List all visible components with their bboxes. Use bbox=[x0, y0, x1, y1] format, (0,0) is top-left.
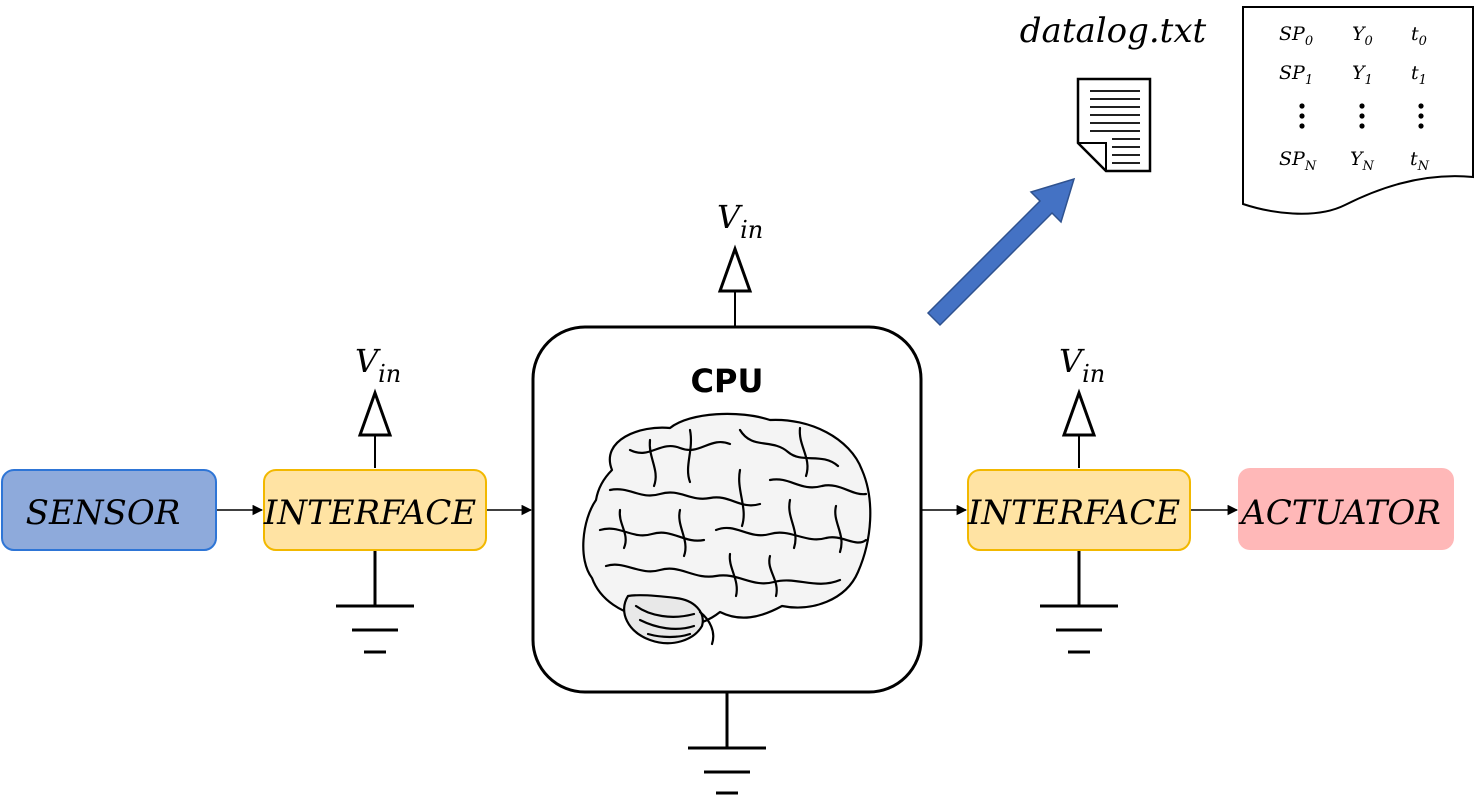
ground-icon-right bbox=[1040, 551, 1118, 654]
sensor-label: SENSOR bbox=[26, 493, 181, 533]
vin-label-left: Vin bbox=[355, 342, 401, 388]
supply-cpu: Vin bbox=[717, 198, 763, 326]
vin-label-cpu: Vin bbox=[717, 198, 763, 244]
table-cell: t1 bbox=[1411, 62, 1427, 88]
document-icon bbox=[1076, 77, 1152, 173]
log-arrow bbox=[926, 177, 1076, 327]
ground-icon-left bbox=[336, 551, 414, 654]
table-cell: YN bbox=[1350, 148, 1375, 174]
table-cell: SPN bbox=[1279, 148, 1317, 174]
table-cell: tN bbox=[1410, 148, 1430, 174]
actuator-label: ACTUATOR bbox=[1238, 493, 1441, 533]
supply-left: Vin bbox=[355, 342, 401, 468]
interface-left-label: INTERFACE bbox=[263, 493, 476, 533]
table-cell: SP1 bbox=[1279, 62, 1313, 88]
interface-block-left: INTERFACE bbox=[263, 469, 487, 551]
datalog-filename: datalog.txt bbox=[1020, 11, 1207, 51]
supply-right: Vin bbox=[1059, 342, 1105, 468]
interface-right-label: INTERFACE bbox=[967, 493, 1180, 533]
vin-label-right: Vin bbox=[1059, 342, 1105, 388]
actuator-block: ACTUATOR bbox=[1238, 468, 1454, 550]
table-ellipsis bbox=[1299, 103, 1424, 129]
interface-block-right: INTERFACE bbox=[967, 469, 1191, 551]
ground-icon-cpu bbox=[688, 693, 766, 795]
sensor-block: SENSOR bbox=[1, 469, 217, 551]
table-cell: t0 bbox=[1411, 23, 1427, 49]
table-cell: Y1 bbox=[1352, 62, 1373, 88]
table-cell: Y0 bbox=[1352, 23, 1373, 49]
table-cell: SP0 bbox=[1279, 23, 1313, 49]
cpu-label: CPU bbox=[691, 362, 764, 400]
brain-icon bbox=[582, 412, 872, 646]
datalog-table: SP0 Y0 t0 SP1 Y1 t1 SPN YN tN bbox=[1242, 6, 1474, 215]
